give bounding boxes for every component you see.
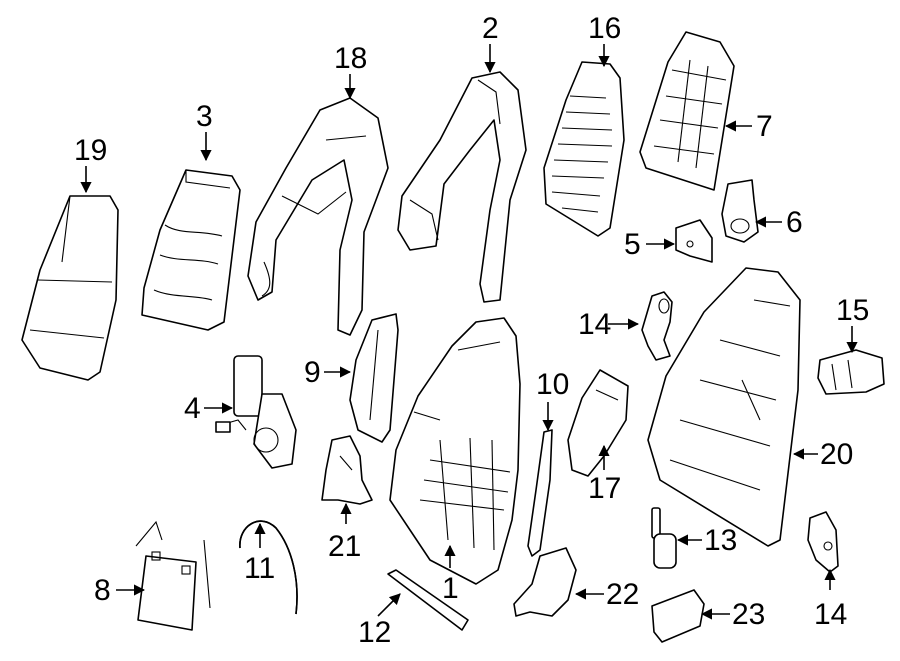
callout-21: 21 [328, 530, 361, 563]
part-10-rod [527, 429, 553, 557]
part-14-connector-bottom [807, 511, 839, 573]
callout-15: 15 [836, 294, 869, 327]
callout-9: 9 [304, 356, 321, 389]
part-23-cap [651, 589, 705, 643]
callout-8: 8 [94, 574, 111, 607]
callout-16: 16 [588, 12, 621, 45]
part-17-side-piece [567, 369, 629, 477]
part-21-bracket [321, 435, 373, 505]
part-20-rear-panel [647, 267, 801, 547]
callout-11: 11 [244, 552, 275, 585]
callout-14-bottom: 14 [814, 598, 847, 631]
part-9-side-trim [349, 313, 399, 443]
part-18-frame-pad [247, 97, 389, 336]
part-3-bolster-pad [141, 169, 241, 331]
callout-18: 18 [334, 42, 367, 75]
callout-labels: 19 3 18 2 16 7 6 5 14 15 20 9 4 10 17 21… [74, 12, 869, 649]
callout-12: 12 [358, 616, 391, 649]
callout-22: 22 [606, 578, 639, 611]
callout-4: 4 [184, 392, 201, 425]
callout-5: 5 [624, 228, 641, 261]
part-5-clip [675, 219, 713, 263]
callout-10: 10 [536, 368, 569, 401]
part-1-seat-frame [389, 317, 521, 585]
callout-19: 19 [74, 134, 107, 167]
leader-lines [80, 44, 858, 620]
callout-2: 2 [482, 12, 499, 45]
part-6-bracket [721, 179, 759, 243]
callout-6: 6 [786, 206, 803, 239]
part-12-bar [387, 569, 469, 631]
part-19-seat-cover [21, 195, 119, 381]
part-22-cover [513, 547, 577, 617]
part-8-control-unit [135, 520, 211, 631]
part-13-cylinder [651, 507, 677, 569]
callout-20: 20 [820, 438, 853, 471]
callout-7: 7 [756, 110, 773, 143]
part-14-connector-top [641, 291, 673, 361]
callout-3: 3 [196, 100, 213, 133]
part-4-motor [215, 355, 297, 469]
part-15-module [817, 349, 885, 395]
callout-13: 13 [704, 524, 737, 557]
callout-17: 17 [588, 472, 621, 505]
callout-14-top: 14 [578, 308, 611, 341]
callout-23: 23 [732, 598, 765, 631]
callout-1: 1 [442, 572, 459, 605]
part-7-heater-panel [639, 31, 735, 191]
part-2-side-frame [397, 71, 527, 303]
part-16-mesh-panel [543, 61, 625, 237]
part-11-cable [239, 520, 298, 615]
